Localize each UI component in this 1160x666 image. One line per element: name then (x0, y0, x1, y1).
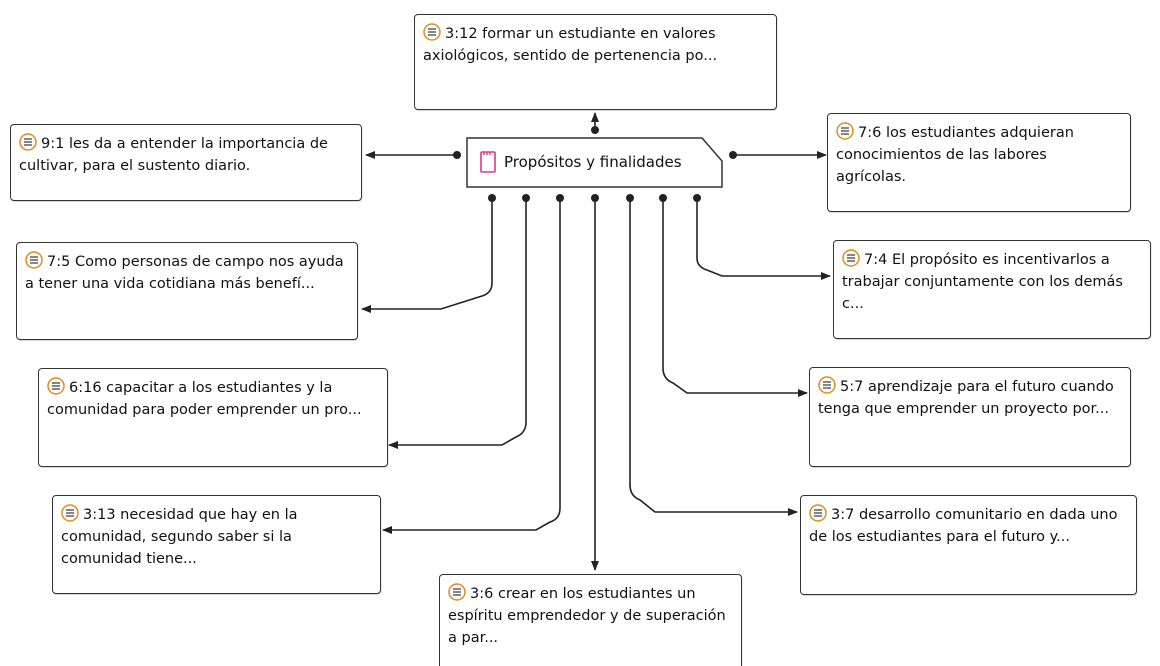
quotation-text: 7:5 Como personas de campo nos ayuda a t… (25, 254, 344, 292)
code-memo-icon (480, 151, 496, 173)
link-to-3-13 (382, 198, 561, 534)
quotation-text: 3:6 crear en los estudiantes un espíritu… (448, 586, 726, 646)
quotation-node-3-13[interactable]: 3:13 necesidad que hay en la comunidad, … (52, 495, 381, 594)
quotation-icon (47, 377, 65, 395)
link-origin-dot (626, 194, 634, 202)
link-origin-dot (729, 151, 737, 159)
quotation-icon (19, 133, 37, 151)
link-origin-dot (488, 194, 496, 202)
quotation-text: 5:7 aprendizaje para el futuro cuando te… (818, 379, 1114, 417)
link-origin-dot (453, 151, 461, 159)
quotation-node-7-5[interactable]: 7:5 Como personas de campo nos ayuda a t… (16, 242, 358, 340)
quotation-icon (818, 376, 836, 394)
quotation-text: 6:16 capacitar a los estudiantes y la co… (47, 380, 362, 418)
link-to-5-7 (662, 198, 808, 397)
code-node[interactable]: Propósitos y finalidades (466, 137, 723, 188)
link-to-3-7 (629, 198, 798, 516)
quotation-icon (423, 23, 441, 41)
link-origin-dot (693, 194, 701, 202)
quotation-node-3-7[interactable]: 3:7 desarrollo comunitario en dada uno d… (800, 495, 1137, 595)
quotation-icon (809, 504, 827, 522)
link-origin-dot (591, 126, 599, 134)
link-origin-dot (522, 194, 530, 202)
quotation-icon (25, 251, 43, 269)
quotation-text: 3:12 formar un estudiante en valores axi… (423, 26, 718, 64)
quotation-icon (448, 583, 466, 601)
quotation-node-5-7[interactable]: 5:7 aprendizaje para el futuro cuando te… (809, 367, 1131, 467)
quotation-node-9-1[interactable]: 9:1 les da a entender la importancia de … (10, 124, 362, 201)
quotation-icon (61, 504, 79, 522)
link-to-7-4 (696, 198, 831, 280)
quotation-text: 3:13 necesidad que hay en la comunidad, … (61, 507, 298, 567)
quotation-text: 7:6 los estudiantes adquieran conocimien… (836, 125, 1074, 185)
code-label: Propósitos y finalidades (504, 153, 682, 171)
quotation-node-3-12[interactable]: 3:12 formar un estudiante en valores axi… (414, 14, 777, 110)
link-to-7-5 (361, 198, 493, 313)
quotation-text: 3:7 desarrollo comunitario en dada uno d… (809, 507, 1118, 545)
link-to-6-16 (388, 198, 527, 449)
quotation-node-7-4[interactable]: 7:4 El propósito es incentivarlos a trab… (833, 240, 1151, 339)
code-node-frame (466, 137, 723, 188)
link-origin-dot (556, 194, 564, 202)
link-origin-dot (659, 194, 667, 202)
quotation-text: 9:1 les da a entender la importancia de … (19, 136, 328, 174)
link-origin-dot (591, 194, 599, 202)
quotation-node-7-6[interactable]: 7:6 los estudiantes adquieran conocimien… (827, 113, 1131, 212)
quotation-icon (842, 249, 860, 267)
quotation-icon (836, 122, 854, 140)
quotation-node-3-6[interactable]: 3:6 crear en los estudiantes un espíritu… (439, 574, 742, 666)
quotation-node-6-16[interactable]: 6:16 capacitar a los estudiantes y la co… (38, 368, 388, 467)
quotation-text: 7:4 El propósito es incentivarlos a trab… (842, 252, 1123, 312)
